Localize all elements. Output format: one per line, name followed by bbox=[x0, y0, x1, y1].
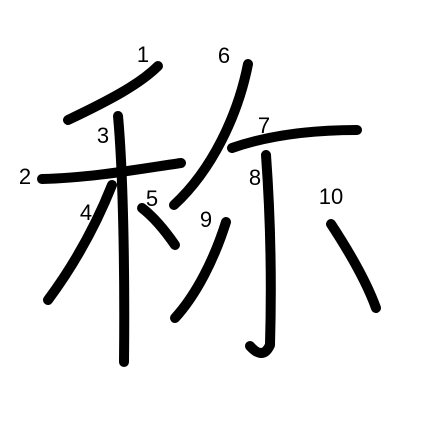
stroke-number-8: 8 bbox=[249, 165, 261, 190]
stroke-2 bbox=[37, 158, 186, 184]
stroke-9 bbox=[170, 217, 231, 323]
stroke-number-10: 10 bbox=[319, 184, 343, 209]
stroke-5 bbox=[137, 203, 180, 250]
stroke-number-3: 3 bbox=[97, 123, 109, 148]
stroke-3 bbox=[113, 111, 130, 367]
stroke-8 bbox=[245, 150, 276, 358]
stroke-4 bbox=[43, 180, 117, 305]
stroke-number-6: 6 bbox=[218, 43, 230, 68]
stroke-number-9: 9 bbox=[200, 207, 212, 232]
stroke-1 bbox=[63, 61, 163, 125]
stroke-number-4: 4 bbox=[80, 200, 92, 225]
stroke-7 bbox=[227, 125, 362, 153]
stroke-number-7: 7 bbox=[258, 113, 270, 138]
stroke-6 bbox=[169, 59, 253, 210]
stroke-number-5: 5 bbox=[146, 186, 158, 211]
stroke-number-1: 1 bbox=[137, 42, 149, 67]
stroke-number-2: 2 bbox=[19, 164, 31, 189]
stroke-10 bbox=[326, 219, 381, 313]
